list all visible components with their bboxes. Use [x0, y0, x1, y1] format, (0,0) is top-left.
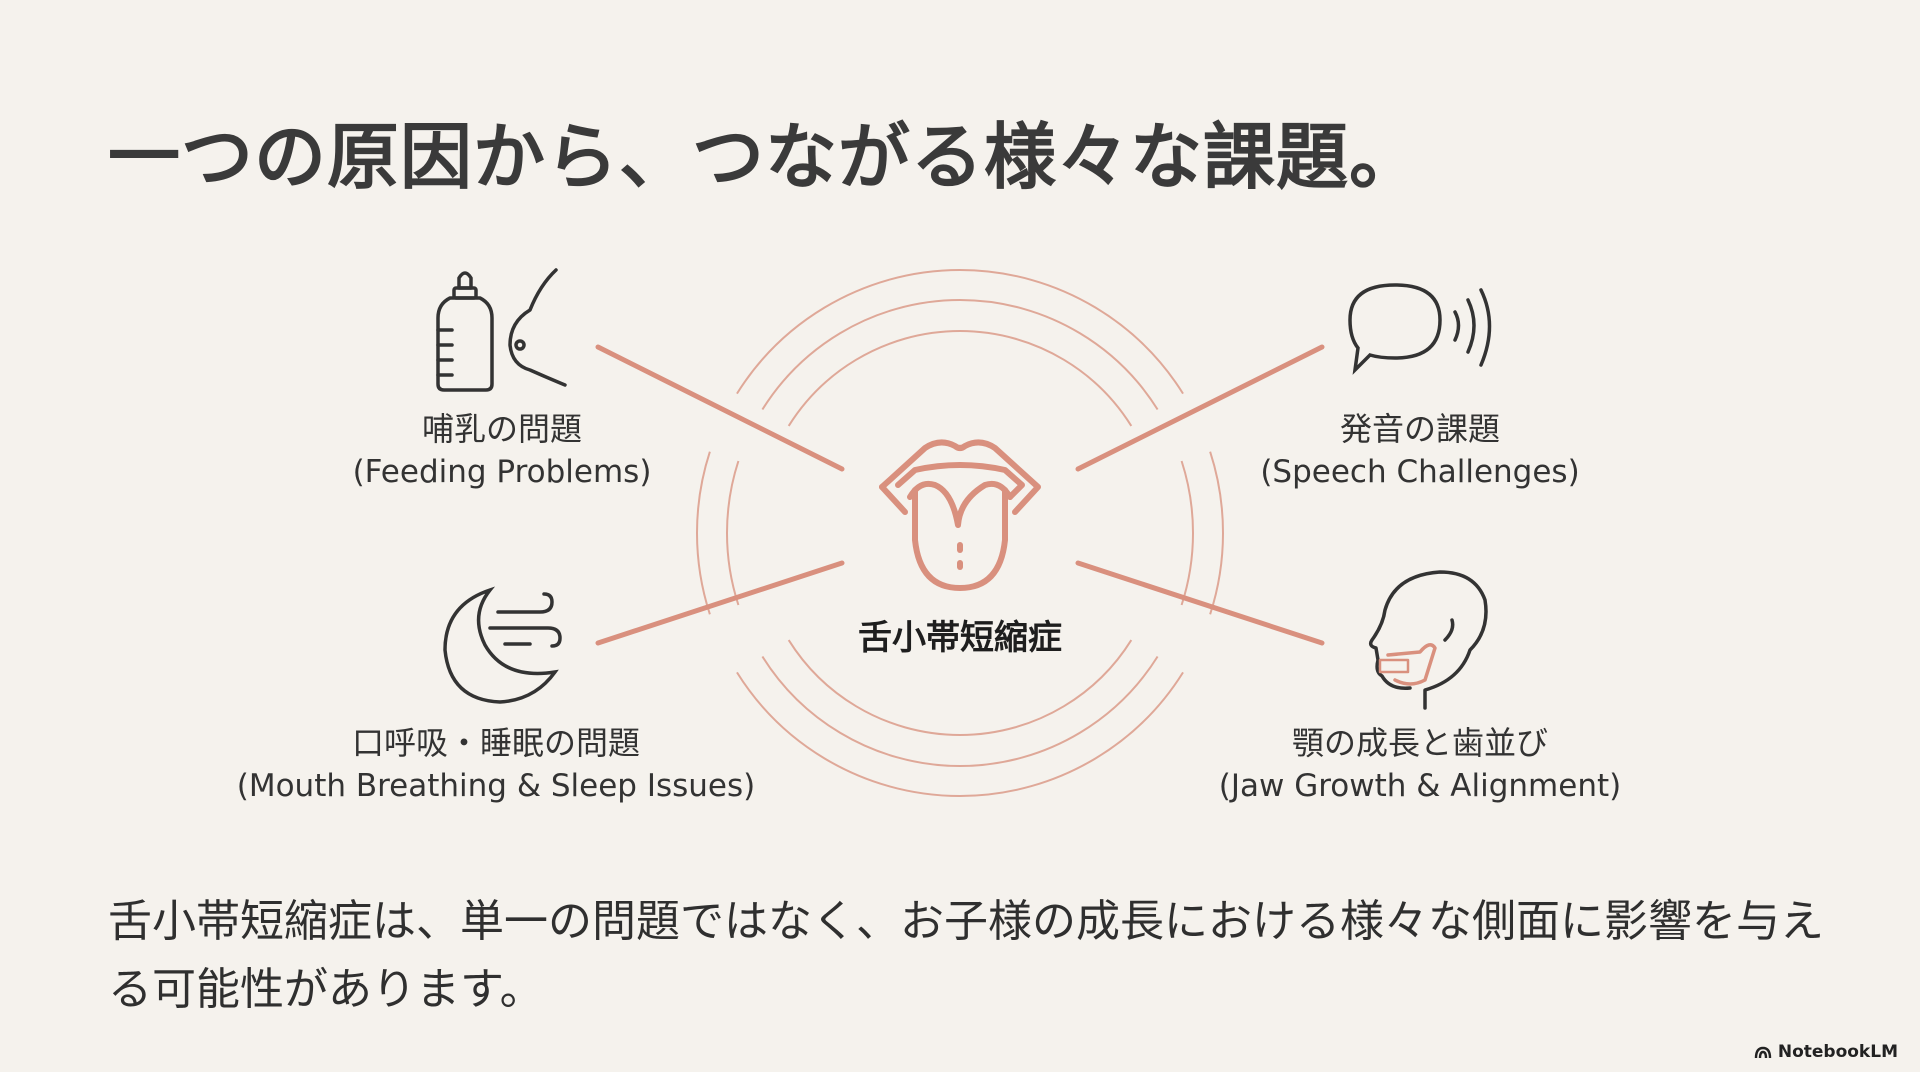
branch-title: 哺乳の問題: [421, 410, 582, 448]
branch-title: 発音の課題: [1339, 410, 1500, 448]
ripple-arc: [787, 639, 1133, 736]
ripple-arc: [761, 655, 1159, 768]
summary-text: 舌小帯短縮症は、単一の問題ではなく、お子様の成長における様々な側面に影響を与える…: [108, 896, 1824, 1015]
ripple-arc: [726, 460, 740, 606]
connector-speech: [1075, 344, 1325, 472]
ripple-arc: [736, 671, 1184, 798]
tongue-icon: [879, 439, 1041, 591]
speech-bubble-icon: [1348, 283, 1492, 375]
branch-breathing: 口呼吸・睡眠の問題 (Mouth Breathing & Sleep Issue…: [196, 722, 796, 808]
ripple-arc: [787, 330, 1133, 427]
branch-feeding: 哺乳の問題 (Feeding Problems): [202, 408, 802, 494]
notebooklm-logo-icon: [1754, 1046, 1772, 1059]
ripple-arc: [736, 268, 1184, 395]
branch-subtitle: (Jaw Growth & Alignment): [1218, 768, 1622, 804]
branch-subtitle: (Mouth Breathing & Sleep Issues): [236, 768, 756, 804]
ripple-arc: [761, 298, 1159, 411]
ripple-arc: [1180, 460, 1195, 606]
branch-speech: 発音の課題 (Speech Challenges): [1120, 408, 1720, 494]
head-jaw-icon: [1368, 570, 1488, 710]
ripple-arc: [696, 451, 711, 615]
branch-title: 口呼吸・睡眠の問題: [351, 724, 640, 762]
center-label: 舌小帯短縮症: [858, 618, 1062, 658]
branch-title: 顎の成長と歯並び: [1291, 724, 1548, 762]
footer-brand: NotebookLM: [1754, 1042, 1898, 1062]
connector-feeding: [595, 344, 845, 472]
ripple-arc: [1209, 451, 1224, 615]
branch-subtitle: (Feeding Problems): [352, 454, 652, 490]
ripple-rings: [696, 268, 1224, 798]
moon-wind-icon: [443, 586, 562, 704]
branch-jaw: 顎の成長と歯並び (Jaw Growth & Alignment): [1120, 722, 1720, 808]
connector-lines: [595, 344, 1325, 646]
baby-bottle-breast-icon: [436, 268, 567, 392]
brand-name: NotebookLM: [1777, 1042, 1898, 1062]
branch-subtitle: (Speech Challenges): [1260, 454, 1580, 490]
page-title: 一つの原因から、つながる様々な課題。: [108, 115, 1423, 199]
connector-jaw: [1075, 560, 1325, 646]
connector-breathing: [595, 560, 845, 646]
